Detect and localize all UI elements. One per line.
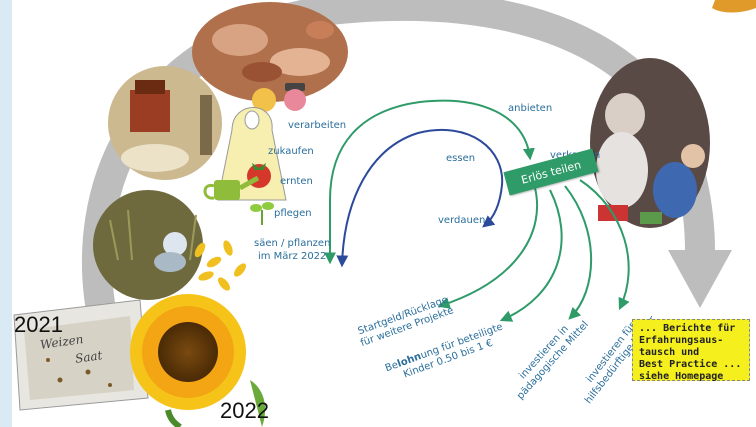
arrow-hilfsbeduerftig (579, 179, 630, 311)
jar-icon (284, 83, 306, 111)
green-cycle-arrow (324, 99, 535, 265)
arrow-paedagogisch (564, 185, 593, 320)
label-saeen-line1: säen / pflanzen (254, 238, 331, 249)
watering-can-icon (203, 175, 260, 200)
seeds-icon (194, 240, 246, 291)
label-pflegen: pflegen (274, 208, 312, 219)
year-start: 2021 (14, 312, 63, 337)
note-line4: Best Practice ... (639, 359, 742, 370)
big-cycle-arrowhead (668, 250, 732, 308)
label-ernten: ernten (280, 176, 313, 187)
homepage-note: ... Berichte für Erfahrungsaus- tausch u… (632, 319, 750, 382)
note-line3: tausch und (639, 347, 700, 358)
label-saeen-line2: im März 2022 (257, 250, 327, 262)
arrow-belohnung (499, 189, 563, 322)
sunflower-icon (130, 294, 266, 427)
left-side-bar (0, 0, 12, 427)
sprout-icon (250, 202, 274, 225)
label-essen: essen (446, 153, 476, 164)
bag-handle (244, 110, 260, 130)
arrow-startgeld (437, 187, 539, 309)
field-photo (93, 190, 203, 300)
seed-sack (13, 299, 149, 411)
hands-photo (192, 2, 348, 102)
note-line1: ... Berichte für (639, 323, 736, 334)
blue-consume-arrow (336, 128, 504, 268)
note-line2: Erfahrungsaus- (639, 335, 724, 346)
market-photo (590, 58, 710, 228)
lemon-icon (252, 88, 276, 112)
label-verarbeiten: verarbeiten (288, 120, 347, 131)
year-end: 2022 (220, 398, 269, 423)
label-anbieten: anbieten (508, 103, 553, 114)
label-zukaufen: zukaufen (268, 146, 314, 157)
leaf-shape (712, 0, 756, 13)
note-line5: siehe Homepage (639, 371, 724, 382)
mill-photo (108, 66, 222, 180)
label-saeen: säen / pflanzen im März 2022 (254, 238, 330, 263)
label-verdauen: verdauen (438, 215, 486, 226)
